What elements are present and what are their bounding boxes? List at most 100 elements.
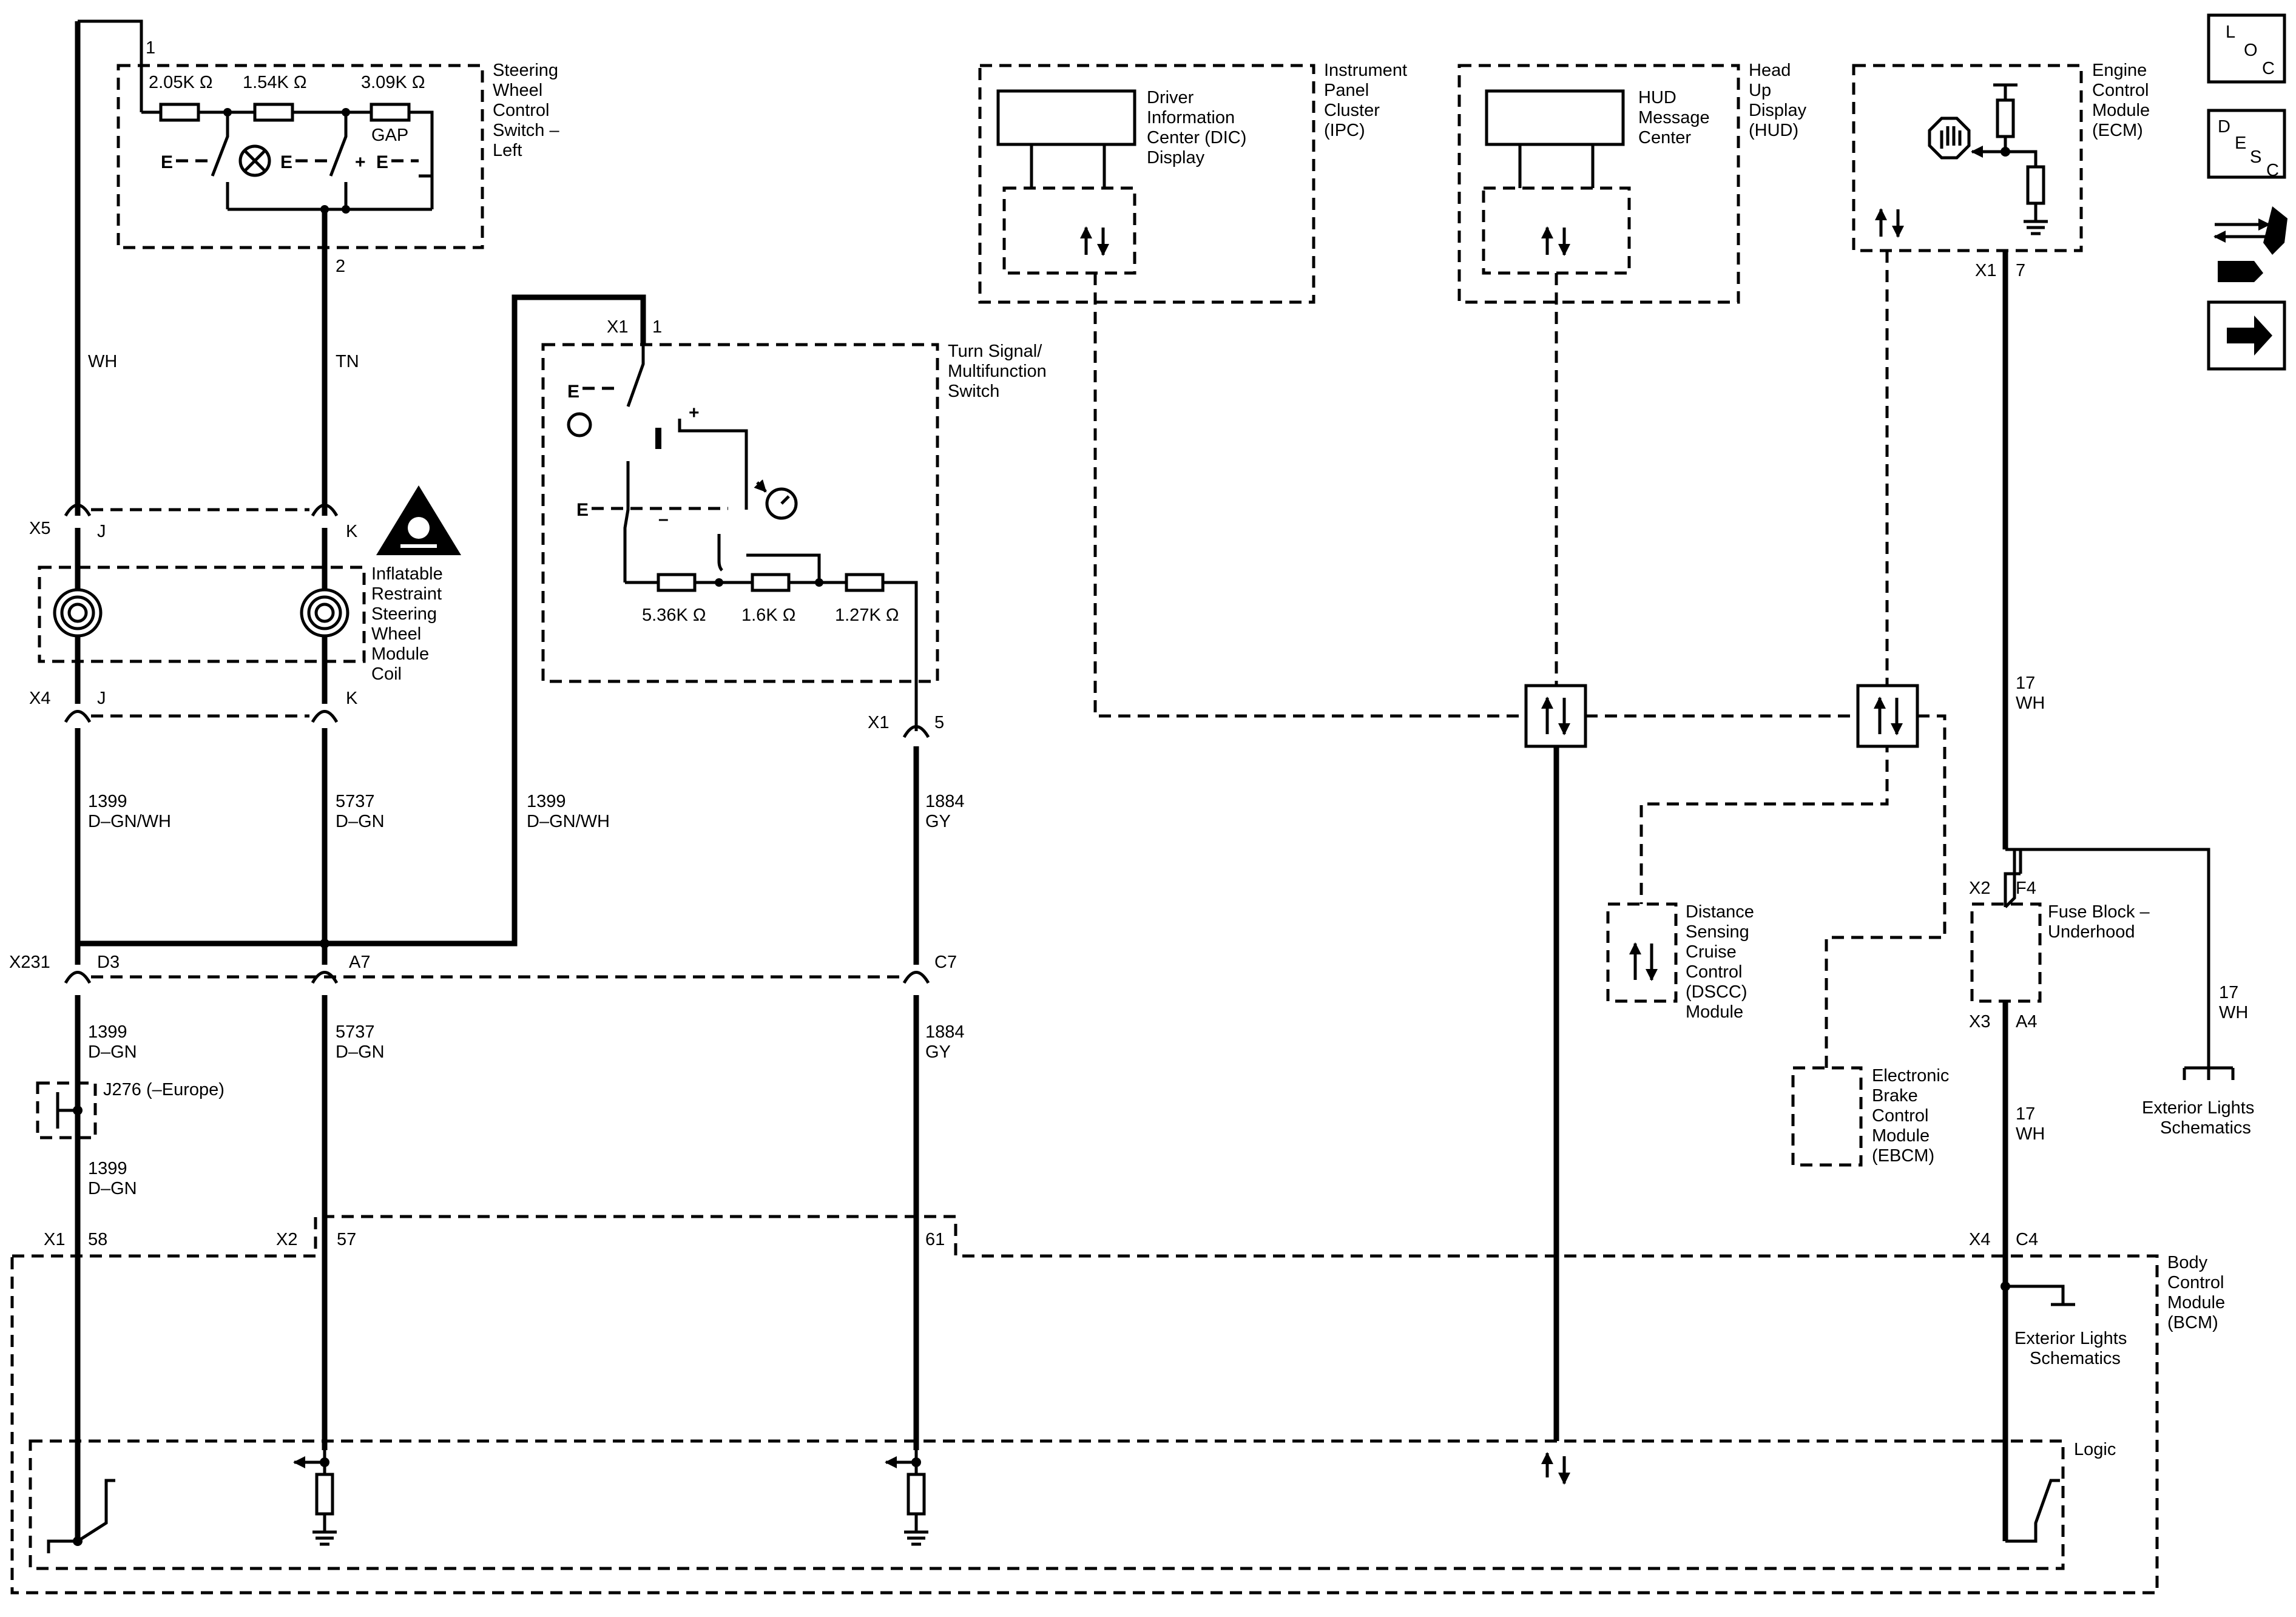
svg-text:Electronic Brake C: Electronic Brake Control Module (EBCM)	[1872, 1066, 1954, 1166]
svg-text:E: E	[376, 152, 388, 172]
svg-text:X4: X4	[1969, 1230, 1990, 1249]
svg-text:A4: A4	[2016, 1012, 2037, 1031]
x1-pin5-connector: X1 5	[868, 713, 944, 738]
speedometer-icon	[754, 479, 798, 520]
swcs-left-label: Steering Wheel Control Switch – Left	[493, 61, 564, 160]
svg-text:J276 (–Europe): J276 (–Europe)	[103, 1080, 225, 1099]
svg-text:K: K	[346, 689, 358, 708]
pin-2-label: 2	[336, 257, 345, 276]
svg-text:5: 5	[934, 713, 944, 732]
gap-label: GAP	[371, 126, 408, 145]
wire-wh-label: WH	[88, 352, 117, 371]
next-arrow-button[interactable]	[2207, 300, 2286, 371]
head-up-display: HUD Message Center Head Up Display (HUD)	[1457, 61, 1807, 304]
svg-text:X1: X1	[44, 1230, 65, 1249]
splice-pack-icon	[1856, 684, 1919, 748]
svg-text:E: E	[576, 500, 589, 520]
svg-text:S: S	[2250, 147, 2261, 167]
svg-text:X5: X5	[29, 519, 50, 538]
svg-text:C4: C4	[2016, 1230, 2038, 1249]
svg-text:HUD Message Center: HUD Message Center	[1638, 88, 1715, 147]
svg-text:1: 1	[652, 317, 662, 337]
svg-text:5.36K Ω: 5.36K Ω	[642, 606, 706, 625]
desc-button[interactable]: D E S C	[2207, 109, 2286, 180]
svg-text:X4: X4	[29, 689, 50, 708]
svg-text:E: E	[161, 152, 173, 172]
stop-hand-icon	[1928, 116, 1971, 160]
coil-spiral-icon	[300, 588, 349, 638]
resistor-label-2k05: 2.05K Ω	[149, 73, 213, 92]
svg-text:K: K	[346, 522, 358, 541]
svg-text:Driver Information: Driver Information Center (DIC) Display	[1147, 88, 1251, 167]
svg-text:X231: X231	[9, 953, 50, 972]
pin-1-label: 1	[146, 38, 155, 58]
svg-text:Instrument Panel C: Instrument Panel Cluster (IPC)	[1324, 61, 1412, 140]
steering-wheel-control-switch-left: E E + E 2.05K Ω 1.54K Ω 3.09K Ω GAP 1 2 …	[75, 19, 564, 516]
resistor-label-3k09: 3.09K Ω	[361, 73, 425, 92]
svg-text:F4: F4	[2016, 879, 2036, 898]
inflatable-restraint-coil: Inflatable Restraint Steering Wheel Modu…	[38, 485, 461, 684]
svg-text:1.27K Ω: 1.27K Ω	[835, 606, 899, 625]
logic-label: Logic	[2074, 1440, 2116, 1459]
svg-text:Exterior Lights Schemati: Exterior Lights Schematics	[2014, 1329, 2132, 1368]
resistor-3k09-icon	[370, 103, 411, 122]
svg-text:D: D	[2218, 117, 2230, 137]
svg-text:X1: X1	[607, 317, 628, 337]
serial-data-arrows-icon	[1541, 1452, 1570, 1485]
connector-tool-icon[interactable]	[2213, 206, 2288, 282]
svg-text:Fuse Block – Underhood: Fuse Block – Underhood	[2048, 902, 2155, 942]
svg-text:L: L	[2226, 22, 2235, 42]
svg-text:A7: A7	[349, 953, 370, 972]
engine-control-module: Engine Control Module (ECM) X1 7	[1852, 61, 2155, 280]
resistor-icon	[315, 1473, 334, 1516]
svg-text:C7: C7	[934, 953, 957, 972]
instrument-panel-cluster: Driver Information Center (DIC) Display …	[978, 61, 1412, 304]
airbag-warning-icon	[376, 485, 461, 555]
svg-text:+: +	[355, 152, 366, 172]
svg-text:Engine Control Mod: Engine Control Module (ECM)	[2092, 61, 2155, 140]
svg-text:X2: X2	[276, 1230, 297, 1249]
svg-text:E: E	[280, 152, 292, 172]
svg-text:+: +	[689, 403, 700, 423]
turn-signal-multifunction-switch: E + E – 5.36K Ω 1.6K Ω 1.27K Ω X1 1	[78, 294, 1047, 947]
svg-text:Body Control Modul: Body Control Module (BCM)	[2167, 1253, 2230, 1332]
svg-text:E: E	[567, 382, 579, 402]
svg-text:58: 58	[88, 1230, 107, 1249]
svg-text:X1: X1	[868, 713, 889, 732]
svg-text:7: 7	[2016, 261, 2025, 280]
x4-connector: X4 J K	[29, 689, 358, 723]
resistor-2k05-icon	[159, 103, 200, 122]
svg-text:D3: D3	[97, 953, 120, 972]
svg-text:61: 61	[925, 1230, 945, 1249]
svg-text:57: 57	[337, 1230, 356, 1249]
j276-splice: J276 (–Europe)	[36, 1080, 225, 1139]
resistor-1k54-icon	[253, 103, 294, 122]
loc-button[interactable]: L O C	[2207, 13, 2286, 84]
svg-text:E: E	[2235, 133, 2246, 153]
lamp-icon	[238, 144, 271, 177]
svg-text:C: C	[2262, 59, 2275, 78]
svg-text:Distance Sensing C: Distance Sensing Cruise Control (DSCC) M…	[1686, 902, 1759, 1022]
svg-text:Exterior Lights Schemati: Exterior Lights Schematics	[2142, 1098, 2259, 1138]
svg-text:1.6K Ω: 1.6K Ω	[741, 606, 795, 625]
svg-text:C: C	[2266, 161, 2279, 180]
fuse-block-underhood: X2 F4 X3 A4 Fuse Block – Underhood Exter…	[1969, 848, 2259, 1138]
wire-tn-label: TN	[336, 352, 359, 371]
x5-connector: X5 J K	[29, 504, 358, 541]
splice-pack-icon	[1524, 684, 1587, 748]
resistor-icon	[907, 1473, 926, 1516]
svg-text:X1: X1	[1975, 261, 1996, 280]
svg-text:X2: X2	[1969, 879, 1990, 898]
svg-text:O: O	[2244, 41, 2258, 60]
dscc-module: Distance Sensing Cruise Control (DSCC) M…	[1606, 902, 1759, 1022]
